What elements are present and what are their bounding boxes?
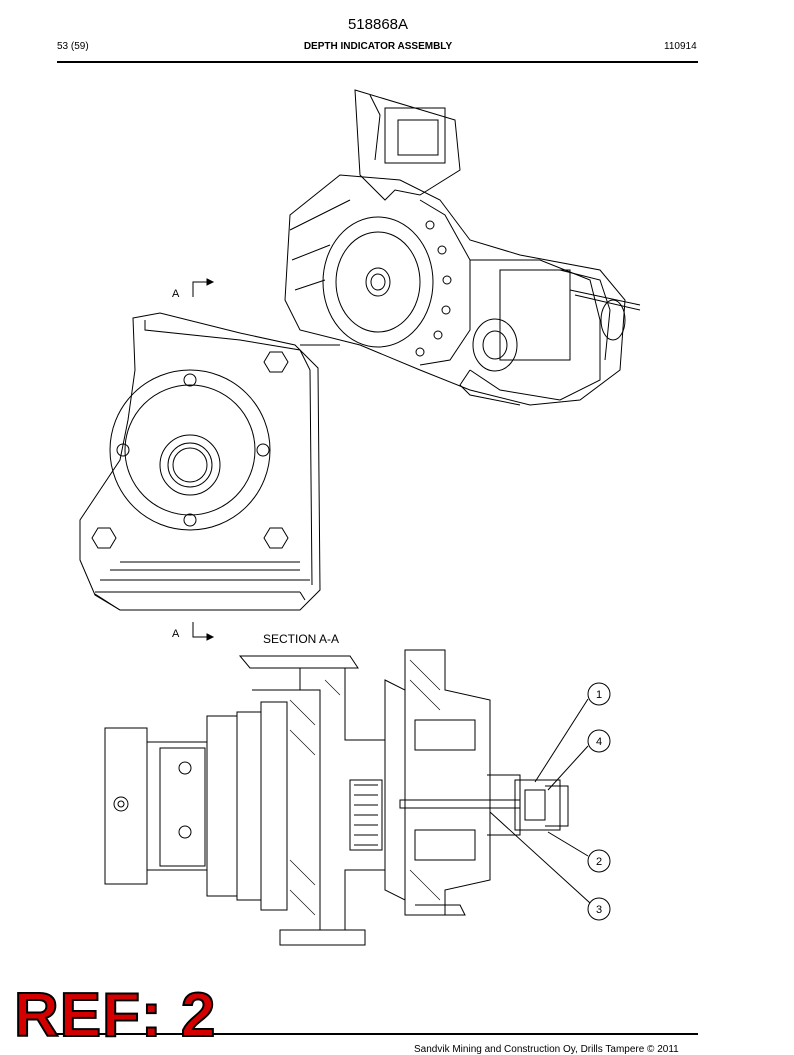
- callout-bubble-1: [587, 682, 611, 706]
- footer-copyright: Sandvik Mining and Construction Oy, Dril…: [414, 1044, 679, 1055]
- callout-2-label: 2: [596, 856, 602, 868]
- section-title: SECTION A-A: [263, 632, 339, 646]
- document-date-code: 110914: [664, 41, 697, 52]
- callout-bubble-2: [587, 849, 611, 873]
- section-a-a-drawing: [104, 649, 569, 946]
- section-cut-arrow-bottom: [192, 622, 215, 641]
- section-cut-arrow-top: [192, 278, 215, 297]
- page-number: 53 (59): [57, 41, 89, 52]
- page-title: DEPTH INDICATOR ASSEMBLY: [303, 41, 453, 52]
- reference-stamp: REF: 2: [13, 981, 217, 1050]
- callouts: [489, 682, 611, 921]
- callout-bubble-4: [587, 729, 611, 753]
- footer-rule: [57, 1033, 698, 1035]
- header-rule: [57, 61, 698, 63]
- callout-3-label: 3: [596, 904, 602, 916]
- section-marker-bottom-label: A: [172, 628, 180, 640]
- callout-1-label: 1: [596, 689, 602, 701]
- document-number: 518868A: [347, 16, 409, 33]
- section-marker-top-label: A: [172, 288, 180, 300]
- end-view-drawing: [79, 312, 321, 611]
- callout-4-label: 4: [596, 736, 602, 748]
- isometric-assembly-view: [284, 89, 641, 406]
- callout-bubble-3: [587, 897, 611, 921]
